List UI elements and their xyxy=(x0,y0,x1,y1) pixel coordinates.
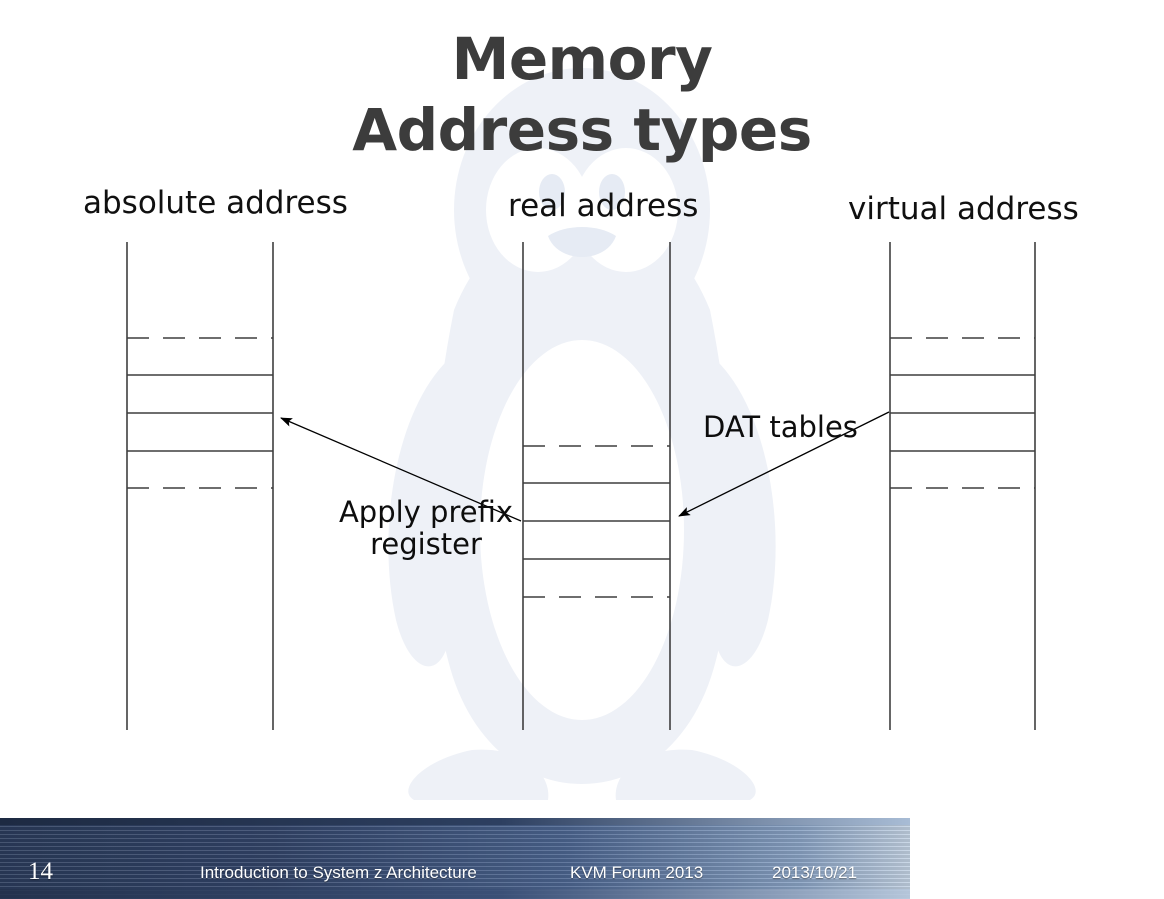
column-real-address xyxy=(522,242,671,730)
title-line-1: Memory xyxy=(451,25,713,93)
title-line-2: Address types xyxy=(352,95,812,164)
footer-bar xyxy=(0,818,910,899)
dat-tables-arrow xyxy=(678,411,890,517)
footer-event-name: KVM Forum 2013 xyxy=(570,863,704,882)
footer-date: 2013/10/21 xyxy=(772,863,858,882)
page-title: Memory Address types xyxy=(0,24,1164,166)
annotation-apply-prefix-register: Apply prefix register xyxy=(338,495,514,562)
column-absolute-address xyxy=(126,242,274,730)
column-caption-absolute-address: absolute address xyxy=(83,185,348,221)
column-caption-real-address: real address xyxy=(508,188,699,224)
footer-deck-title: Introduction to System z Architecture xyxy=(200,863,477,882)
annotation-dat-tables: DAT tables xyxy=(703,410,858,444)
apply-prefix-arrow xyxy=(280,417,522,522)
column-caption-virtual-address: virtual address xyxy=(848,191,1079,227)
column-virtual-address xyxy=(889,242,1036,730)
footer-page-number: 14 xyxy=(28,858,53,885)
slide-footer: 14 Introduction to System z Architecture… xyxy=(0,818,1164,899)
